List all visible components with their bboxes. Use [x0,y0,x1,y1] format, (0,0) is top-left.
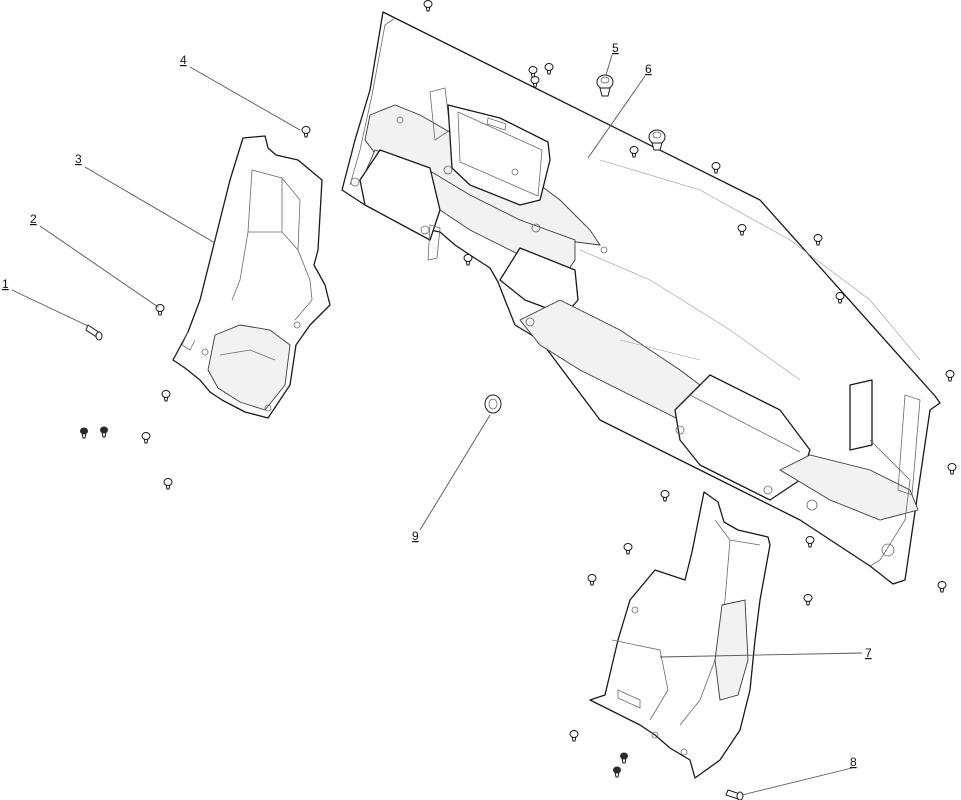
part-8-bolt-icon [725,789,744,800]
screw-clip-icon [163,478,173,490]
callout-labels: 1 2 3 4 5 6 7 8 9 [2,41,872,769]
screw-clip-icon [623,543,633,555]
screw-clip-icon [937,581,947,593]
screw-clip-icon [463,254,473,266]
screw-clip-icon [423,0,433,12]
screw-clip-icon [803,594,813,606]
callout-9: 9 [412,529,419,543]
part-7-right-trim [589,491,771,779]
screw-clip-icon [141,432,151,444]
screw-clip-icon [613,766,621,778]
screw-clip-icon [629,146,639,158]
callout-2: 2 [30,212,37,226]
screw-clip-icon [711,162,721,174]
screw-clip-icon [660,490,670,502]
leader-lines [11,54,863,796]
screw-clip-icon [528,66,538,78]
screw-clip-icon [587,574,597,586]
screw-clip-icon [544,63,554,75]
callout-1: 1 [2,277,9,291]
screw-clip-icon [835,292,845,304]
callout-5: 5 [612,41,619,55]
screw-clip-icon [80,427,88,439]
screw-clip-icon [947,463,957,475]
part-6-back-panel [341,11,941,585]
part-9-grommet-icon [484,394,502,414]
part-3-left-trim [172,135,331,419]
callout-7: 7 [865,646,872,660]
screw-clip-icon [100,426,108,438]
screw-clip-icon [155,304,165,316]
screw-clip-icon [530,76,540,88]
screw-clip-icon [805,536,815,548]
callout-4: 4 [180,53,187,67]
callout-6: 6 [645,62,652,76]
screw-clip-icon [945,370,955,382]
part-5-clip-icon [596,74,614,97]
callout-3: 3 [75,152,82,166]
callout-8: 8 [850,755,857,769]
screw-clip-icon [813,234,823,246]
screw-clip-icon [737,224,747,236]
screw-clip-icon-group [80,0,957,778]
clip-icon [648,129,666,151]
screw-clip-icon [161,390,171,402]
screw-clip-icon [620,752,628,764]
screw-clip-icon [301,126,311,138]
part-1-bolt-icon [85,324,103,341]
screw-clip-icon [569,730,579,742]
